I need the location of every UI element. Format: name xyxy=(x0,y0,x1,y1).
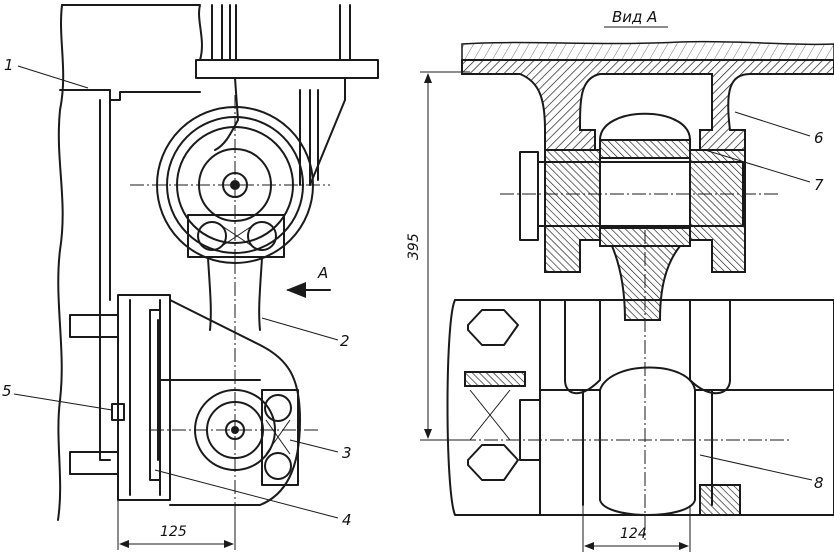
lower-bracket xyxy=(69,294,301,506)
dimension-height: 395 xyxy=(406,71,470,441)
link-rod xyxy=(207,257,263,331)
ceiling-wall xyxy=(461,40,834,61)
dimension-left-value: 125 xyxy=(160,524,187,540)
stop-block xyxy=(111,403,125,421)
callout-4: 4 xyxy=(342,511,352,529)
lower-eye xyxy=(150,389,320,471)
view-arrow: A xyxy=(286,264,331,298)
dimension-left: 125 xyxy=(117,500,236,550)
view-arrow-letter: A xyxy=(317,264,328,282)
callouts: 1 2 3 4 5 6 7 8 xyxy=(2,56,824,529)
callout-6: 6 xyxy=(814,129,824,147)
callout-5: 5 xyxy=(2,382,12,400)
upper-clamp xyxy=(187,214,285,258)
dimension-right: 124 xyxy=(582,505,691,552)
callout-8: 8 xyxy=(814,474,824,492)
right-view: Вид А xyxy=(406,8,834,552)
upper-eye xyxy=(130,95,330,270)
left-view: A xyxy=(57,4,379,550)
view-title: Вид А xyxy=(612,8,657,26)
callout-1: 1 xyxy=(4,56,14,74)
frame-section xyxy=(461,59,834,151)
side-clamp xyxy=(261,389,299,486)
callout-2: 2 xyxy=(340,332,350,350)
callout-3: 3 xyxy=(342,444,352,462)
top-bracket xyxy=(195,4,379,186)
link-neck xyxy=(610,245,683,321)
right-clamp xyxy=(446,299,541,516)
dimension-height-value: 395 xyxy=(406,233,422,260)
callout-7: 7 xyxy=(814,176,824,194)
lower-block xyxy=(440,299,834,516)
body-wall xyxy=(57,4,65,521)
dimension-right-value: 124 xyxy=(620,526,647,542)
